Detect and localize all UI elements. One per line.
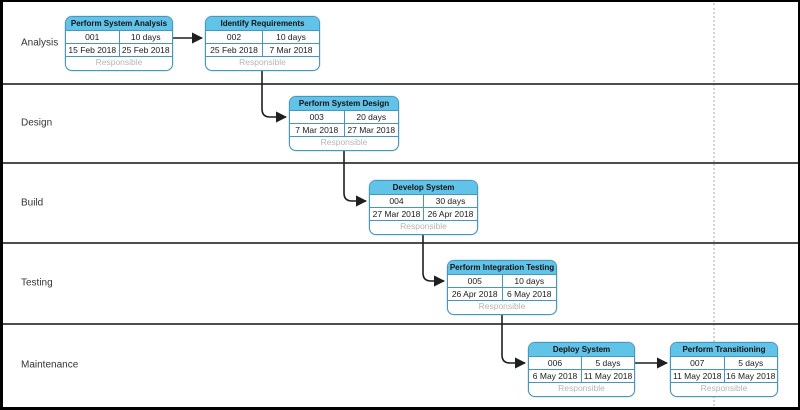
task-duration: 30 days [435, 196, 466, 206]
date-guide-dashed-line [713, 3, 715, 406]
task-responsible: Responsible [239, 57, 286, 67]
task-responsible: Responsible [558, 383, 605, 393]
connector-003-004 [343, 151, 368, 207]
task-end-date: 16 May 2018 [726, 371, 776, 381]
task-end-date: 6 May 2018 [507, 289, 552, 299]
task-id: 007 [671, 357, 725, 369]
task-start-date: 7 Mar 2018 [290, 124, 345, 136]
task-id: 004 [370, 195, 424, 207]
task-responsible: Responsible [478, 301, 526, 311]
task-start-date: 6 May 2018 [529, 370, 582, 382]
connector-002-003 [261, 71, 288, 123]
task-title: Deploy System [529, 343, 634, 357]
task-title: Perform System Design [290, 97, 398, 111]
task-responsible: Responsible [320, 137, 368, 147]
task-duration: 20 days [356, 112, 387, 122]
task-end-date: 25 Feb 2018 [121, 45, 170, 55]
lane-label-testing: Testing [21, 277, 53, 289]
task-duration: 10 days [130, 32, 161, 42]
task-card-004[interactable]: Develop System 004 30 days 27 Mar 2018 2… [369, 180, 478, 235]
task-responsible: Responsible [400, 221, 447, 231]
task-end-date: 27 Mar 2018 [347, 125, 396, 135]
task-start-date: 11 May 2018 [671, 370, 725, 382]
task-card-001[interactable]: Perform System Analysis 001 10 days 15 F… [65, 16, 173, 71]
task-card-002[interactable]: Identify Requirements 002 10 days 25 Feb… [205, 16, 320, 71]
lane-divider [2, 162, 798, 164]
task-card-005[interactable]: Perform Integration Testing 005 10 days … [447, 260, 557, 315]
task-duration: 5 days [595, 358, 621, 368]
lane-divider [2, 242, 798, 244]
task-id: 002 [206, 31, 263, 43]
task-card-003[interactable]: Perform System Design 003 20 days 7 Mar … [289, 96, 399, 151]
task-responsible: Responsible [95, 57, 143, 67]
lane-divider [2, 83, 798, 85]
task-duration: 10 days [514, 276, 545, 286]
lane-label-maintenance: Maintenance [21, 359, 79, 371]
task-title: Develop System [370, 181, 477, 195]
task-duration: 5 days [738, 358, 764, 368]
lane-label-design: Design [21, 117, 53, 129]
task-title: Perform Integration Testing [448, 261, 556, 275]
lane-label-build: Build [21, 197, 44, 209]
task-id: 001 [66, 31, 120, 43]
lane-divider [2, 323, 798, 325]
task-duration: 10 days [276, 32, 306, 42]
task-responsible: Responsible [700, 383, 748, 393]
task-id: 005 [448, 275, 503, 287]
connector-004-005 [422, 235, 446, 287]
connector-005-006 [501, 315, 527, 369]
task-id: 003 [290, 111, 345, 123]
task-end-date: 7 Mar 2018 [269, 45, 313, 55]
task-start-date: 15 Feb 2018 [66, 44, 120, 56]
task-start-date: 27 Mar 2018 [370, 208, 424, 220]
task-id: 006 [529, 357, 582, 369]
task-title: Identify Requirements [206, 17, 319, 31]
task-card-007[interactable]: Perform Transitioning 007 5 days 11 May … [670, 342, 778, 397]
task-title: Perform System Analysis [66, 17, 172, 31]
task-title: Perform Transitioning [671, 343, 777, 357]
task-end-date: 11 May 2018 [583, 371, 633, 381]
task-card-006[interactable]: Deploy System 006 5 days 6 May 2018 11 M… [528, 342, 635, 397]
lane-label-analysis: Analysis [21, 37, 59, 49]
task-start-date: 25 Feb 2018 [206, 44, 263, 56]
task-start-date: 26 Apr 2018 [448, 288, 503, 300]
task-end-date: 26 Apr 2018 [427, 209, 474, 219]
